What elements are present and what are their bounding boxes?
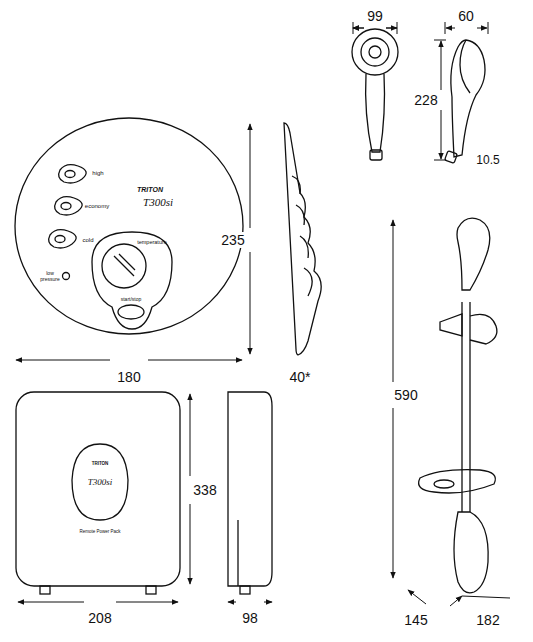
model-text: T300si [88, 478, 113, 487]
button-label: economy [85, 203, 109, 209]
dimension: 60 [456, 8, 476, 24]
product-label: Remote Power Pack [79, 530, 120, 535]
brand-text: TRITON [137, 186, 163, 193]
dimension: 99 [365, 8, 385, 24]
dimension: 228 [412, 92, 439, 108]
dimension: 235 [219, 232, 246, 248]
button-label: high [92, 170, 103, 176]
button-label: cold [82, 237, 93, 243]
dimension: 182 [474, 612, 501, 628]
dimension: 180 [115, 369, 142, 385]
dimension: 10.5 [474, 153, 501, 167]
dial-label: temperature [137, 240, 167, 246]
dimension: 338 [191, 482, 218, 498]
dimension: 40* [287, 369, 312, 385]
brand-text: TRITON [92, 462, 109, 467]
indicator-label: low pressure [39, 271, 61, 282]
model-text: T300si [143, 197, 173, 208]
dimension: 145 [402, 612, 429, 628]
dimension: 208 [86, 610, 113, 626]
dimension: 590 [392, 387, 419, 403]
button-label: start/stop [121, 297, 142, 302]
dimension: 98 [240, 610, 260, 626]
